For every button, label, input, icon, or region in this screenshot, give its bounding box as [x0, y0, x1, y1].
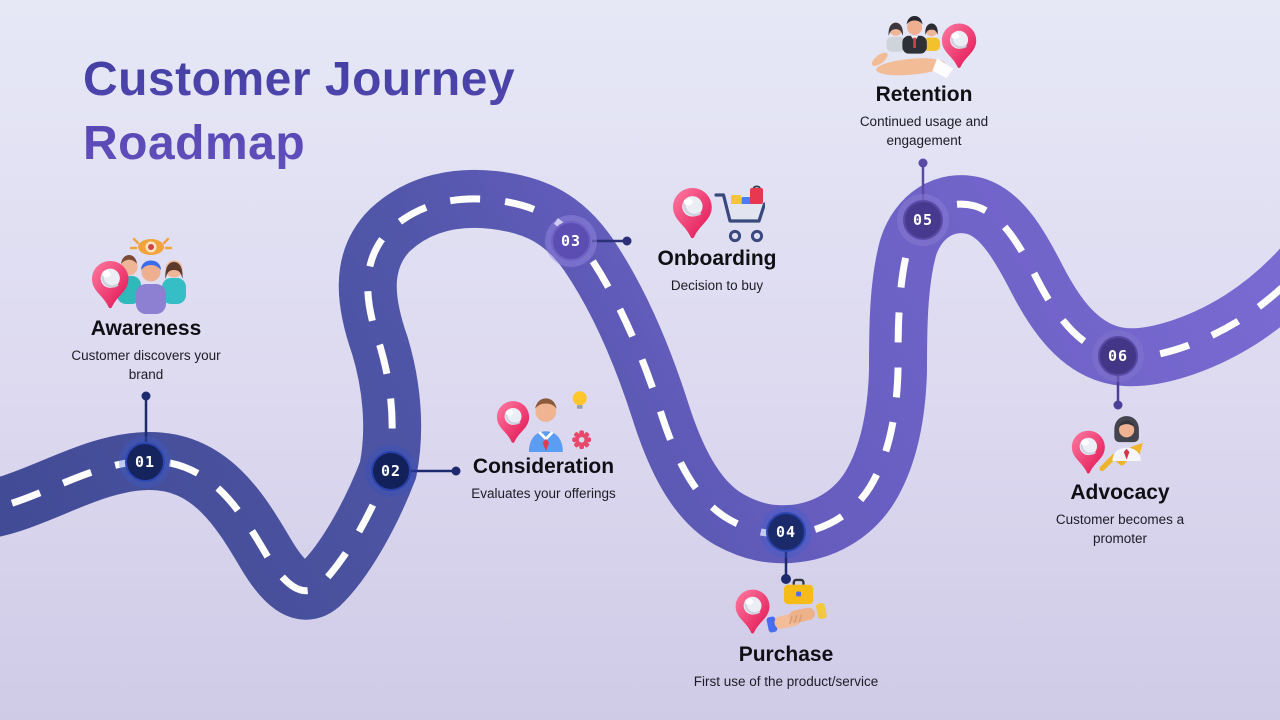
milestone-06: 06: [1092, 330, 1144, 382]
milestone-04-number: 04: [775, 523, 797, 541]
stage-name: Advocacy: [1070, 481, 1170, 504]
milestone-06-number: 06: [1107, 347, 1129, 365]
connector-dot-04: [781, 574, 791, 584]
stage-consideration: Consideration Evaluates your offerings: [441, 388, 646, 504]
milestone-05-circle: 05: [903, 200, 943, 240]
connectors: [141, 158, 1123, 584]
customer-growth-chart-pin-icon: [1070, 416, 1143, 475]
people-eye-pin-icon: [91, 237, 186, 314]
milestone-02-circle: 02: [371, 451, 411, 491]
stage-awareness: Awareness Customer discovers your brand: [46, 234, 246, 384]
page-title-line2: Roadmap: [83, 117, 306, 170]
milestone-01: 01: [119, 436, 171, 488]
stage-description: Evaluates your offerings: [471, 486, 616, 501]
milestone-03: 03: [545, 215, 597, 267]
stage-name: Consideration: [472, 455, 615, 478]
stage-purchase: Purchase First use of the product/servic…: [656, 578, 916, 692]
connector-dot-05: [918, 158, 928, 168]
milestone-05: 05: [897, 194, 949, 246]
milestone-04-circle: 04: [766, 512, 806, 552]
handshake-briefcase-pin-icon: [734, 578, 827, 635]
stage-retention: Retention Continued usage and engagement: [824, 16, 1024, 150]
connector-dot-01: [141, 391, 151, 401]
page-title: Customer Journey Roadmap: [83, 48, 515, 176]
connector-dot-06: [1113, 400, 1123, 410]
customer-idea-gear-pin-icon: [495, 391, 591, 452]
shopping-cart-pin-icon: [671, 185, 765, 243]
milestone-03-number: 03: [560, 232, 582, 250]
stage-advocacy: Advocacy Customer becomes a promoter: [1020, 410, 1220, 548]
stage-name: Awareness: [90, 317, 202, 340]
stage-description: First use of the product/service: [693, 674, 879, 689]
road-path: [0, 169, 1280, 620]
milestone-04: 04: [760, 506, 812, 558]
stage-description: Customer becomes a promoter: [1055, 512, 1185, 546]
stage-name: Purchase: [738, 643, 834, 666]
connector-dot-03: [622, 236, 632, 246]
stage-name: Retention: [875, 83, 973, 106]
connector-dot-02: [451, 466, 461, 476]
stage-name: Onboarding: [657, 247, 777, 270]
milestone-01-number: 01: [134, 453, 156, 471]
milestone-02: 02: [365, 445, 417, 497]
page-title-line1: Customer Journey: [83, 53, 516, 106]
stage-description: Decision to buy: [670, 278, 764, 293]
milestone-01-circle: 01: [125, 442, 165, 482]
milestone-03-circle: 03: [551, 221, 591, 261]
milestone-06-circle: 06: [1098, 336, 1138, 376]
stage-description: Continued usage and engagement: [859, 114, 989, 148]
milestone-05-number: 05: [912, 211, 934, 229]
stage-description: Customer discovers your brand: [71, 348, 221, 382]
milestone-02-number: 02: [380, 462, 402, 480]
hand-holding-customers-pin-icon: [871, 16, 978, 79]
stage-onboarding: Onboarding Decision to buy: [617, 182, 817, 296]
